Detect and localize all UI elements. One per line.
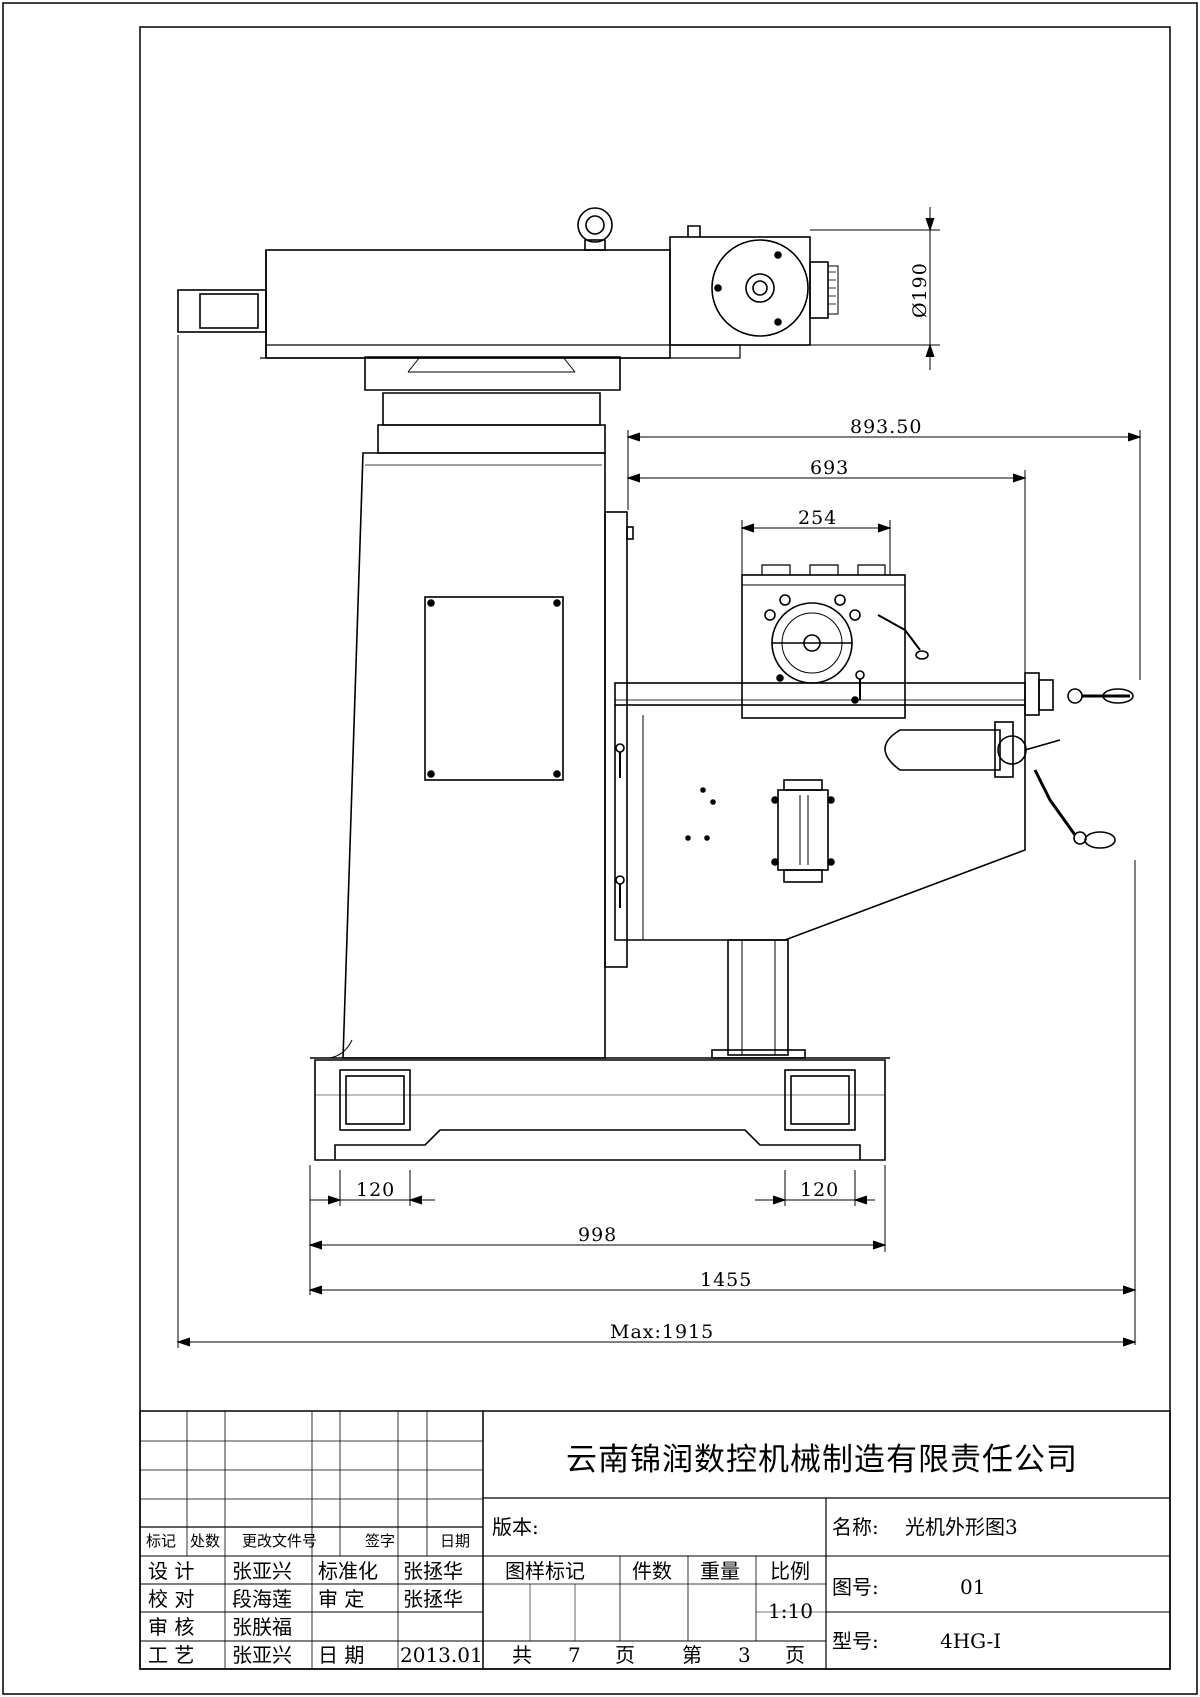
role-date-value: 2013.01 (400, 1643, 483, 1667)
drawing-no-label: 图号: (832, 1575, 879, 1599)
dim-893-50: 893.50 (850, 416, 922, 438)
dim-120-left: 120 (356, 1179, 395, 1201)
quantity-label: 件数 (632, 1559, 672, 1583)
name-label: 名称: (832, 1515, 879, 1539)
header-count: 处数 (190, 1532, 220, 1550)
role-design-label: 设 计 (148, 1559, 194, 1583)
weight-label: 重量 (700, 1559, 740, 1583)
role-standard-label: 标准化 (318, 1559, 378, 1583)
dim-254: 254 (798, 507, 837, 529)
scale-label: 比例 (770, 1559, 810, 1583)
header-change-doc: 更改文件号 (242, 1532, 317, 1550)
drawing-no-value: 01 (960, 1575, 985, 1599)
role-review-label: 审 核 (148, 1615, 194, 1639)
role-standard-name: 张拯华 (403, 1559, 463, 1583)
dim-1455: 1455 (700, 1269, 752, 1291)
dim-998: 998 (578, 1224, 617, 1246)
dim-693: 693 (810, 457, 849, 479)
role-check-label: 校 对 (148, 1587, 194, 1611)
total-pages: 7 (568, 1643, 581, 1667)
page-unit: 页 (615, 1643, 635, 1667)
header-signature: 签字 (365, 1532, 395, 1550)
sheet-number: 3 (738, 1643, 751, 1667)
name-value: 光机外形图3 (905, 1515, 1018, 1539)
header-date: 日期 (440, 1532, 470, 1550)
machine-drawing (177, 207, 1134, 1161)
total-label: 共 (512, 1643, 532, 1667)
model-value: 4HG-I (940, 1629, 1001, 1653)
model-label: 型号: (832, 1629, 879, 1653)
role-date-label: 日 期 (318, 1643, 364, 1667)
inner-frame (139, 26, 1171, 1670)
role-process-label: 工 艺 (148, 1643, 194, 1667)
scale-value: 1:10 (768, 1599, 813, 1623)
company-name: 云南锦润数控机械制造有限责任公司 (566, 1442, 1078, 1478)
header-mark: 标记 (146, 1532, 176, 1550)
dim-120-right: 120 (800, 1179, 839, 1201)
role-design-name: 张亚兴 (232, 1559, 292, 1583)
title-block (139, 1410, 1171, 1670)
role-check-name: 段海莲 (232, 1587, 292, 1611)
role-process-name: 张亚兴 (232, 1643, 292, 1667)
page-unit-2: 页 (785, 1643, 805, 1667)
role-approve-name: 张拯华 (403, 1587, 463, 1611)
role-review-name: 张朕福 (232, 1615, 292, 1639)
dim-diameter-190: Ø190 (909, 262, 931, 318)
title-block-text: 云南锦润数控机械制造有限责任公司 标记 处数 更改文件号 签字 日期 设 计 张… (146, 1442, 1078, 1667)
dimension-labels: Ø190 893.50 693 254 120 120 998 1455 Max… (356, 262, 931, 1343)
dimension-lines (176, 207, 1142, 1348)
dim-max-1915: Max:1915 (610, 1321, 714, 1343)
version-label: 版本: (492, 1515, 539, 1539)
pattern-mark-label: 图样标记 (505, 1559, 585, 1583)
role-approve-label: 审 定 (318, 1587, 364, 1611)
sheet-label: 第 (682, 1643, 702, 1667)
